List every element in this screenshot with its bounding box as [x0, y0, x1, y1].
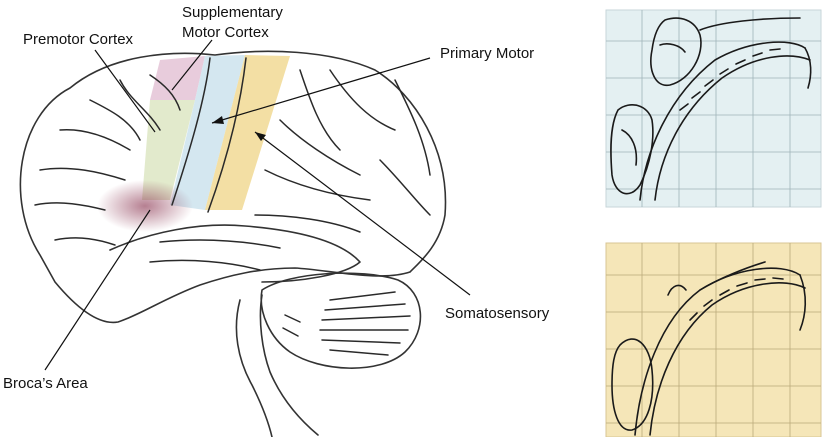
sensory-homunculus-figure [611, 261, 807, 436]
motor-homunculus-panel [605, 9, 822, 208]
sensory-homunculus-panel [605, 242, 822, 437]
label-pointers [44, 39, 471, 371]
region-brocas-area [97, 180, 193, 232]
brain: Supplementary Motor Cortex Premotor Cort… [3, 4, 550, 437]
pointer-supplementary [171, 39, 213, 91]
pointer-somatosensory [254, 131, 471, 296]
region-primary-motor [170, 55, 245, 210]
label-primary-motor: Primary Motor [440, 45, 534, 62]
cerebrum-outline [19, 50, 447, 324]
label-premotor: Premotor Cortex [23, 31, 134, 48]
region-supplementary-motor [150, 56, 205, 100]
temporal-lobe-outline [109, 224, 361, 283]
label-supplementary-line1: Supplementary [182, 4, 283, 21]
cortex-regions [97, 55, 290, 232]
cerebellum-outline [260, 272, 422, 369]
cerebellum-folia [282, 291, 411, 356]
pointer-primary-motor [211, 57, 431, 124]
brainstem-outline [259, 294, 319, 436]
label-brocas-area: Broca’s Area [3, 375, 88, 392]
label-supplementary-line2: Motor Cortex [182, 24, 269, 41]
region-premotor [142, 100, 195, 200]
motor-homunculus-figure [610, 17, 812, 201]
sulci [34, 57, 431, 271]
brainstem-outline-front [235, 299, 273, 437]
pointer-premotor [94, 49, 156, 133]
arrowhead-primary-motor [212, 116, 224, 124]
arrowhead-somatosensory [255, 132, 266, 141]
region-somatosensory [205, 55, 290, 210]
label-somatosensory: Somatosensory [445, 305, 550, 322]
pointer-brocas [44, 209, 151, 371]
